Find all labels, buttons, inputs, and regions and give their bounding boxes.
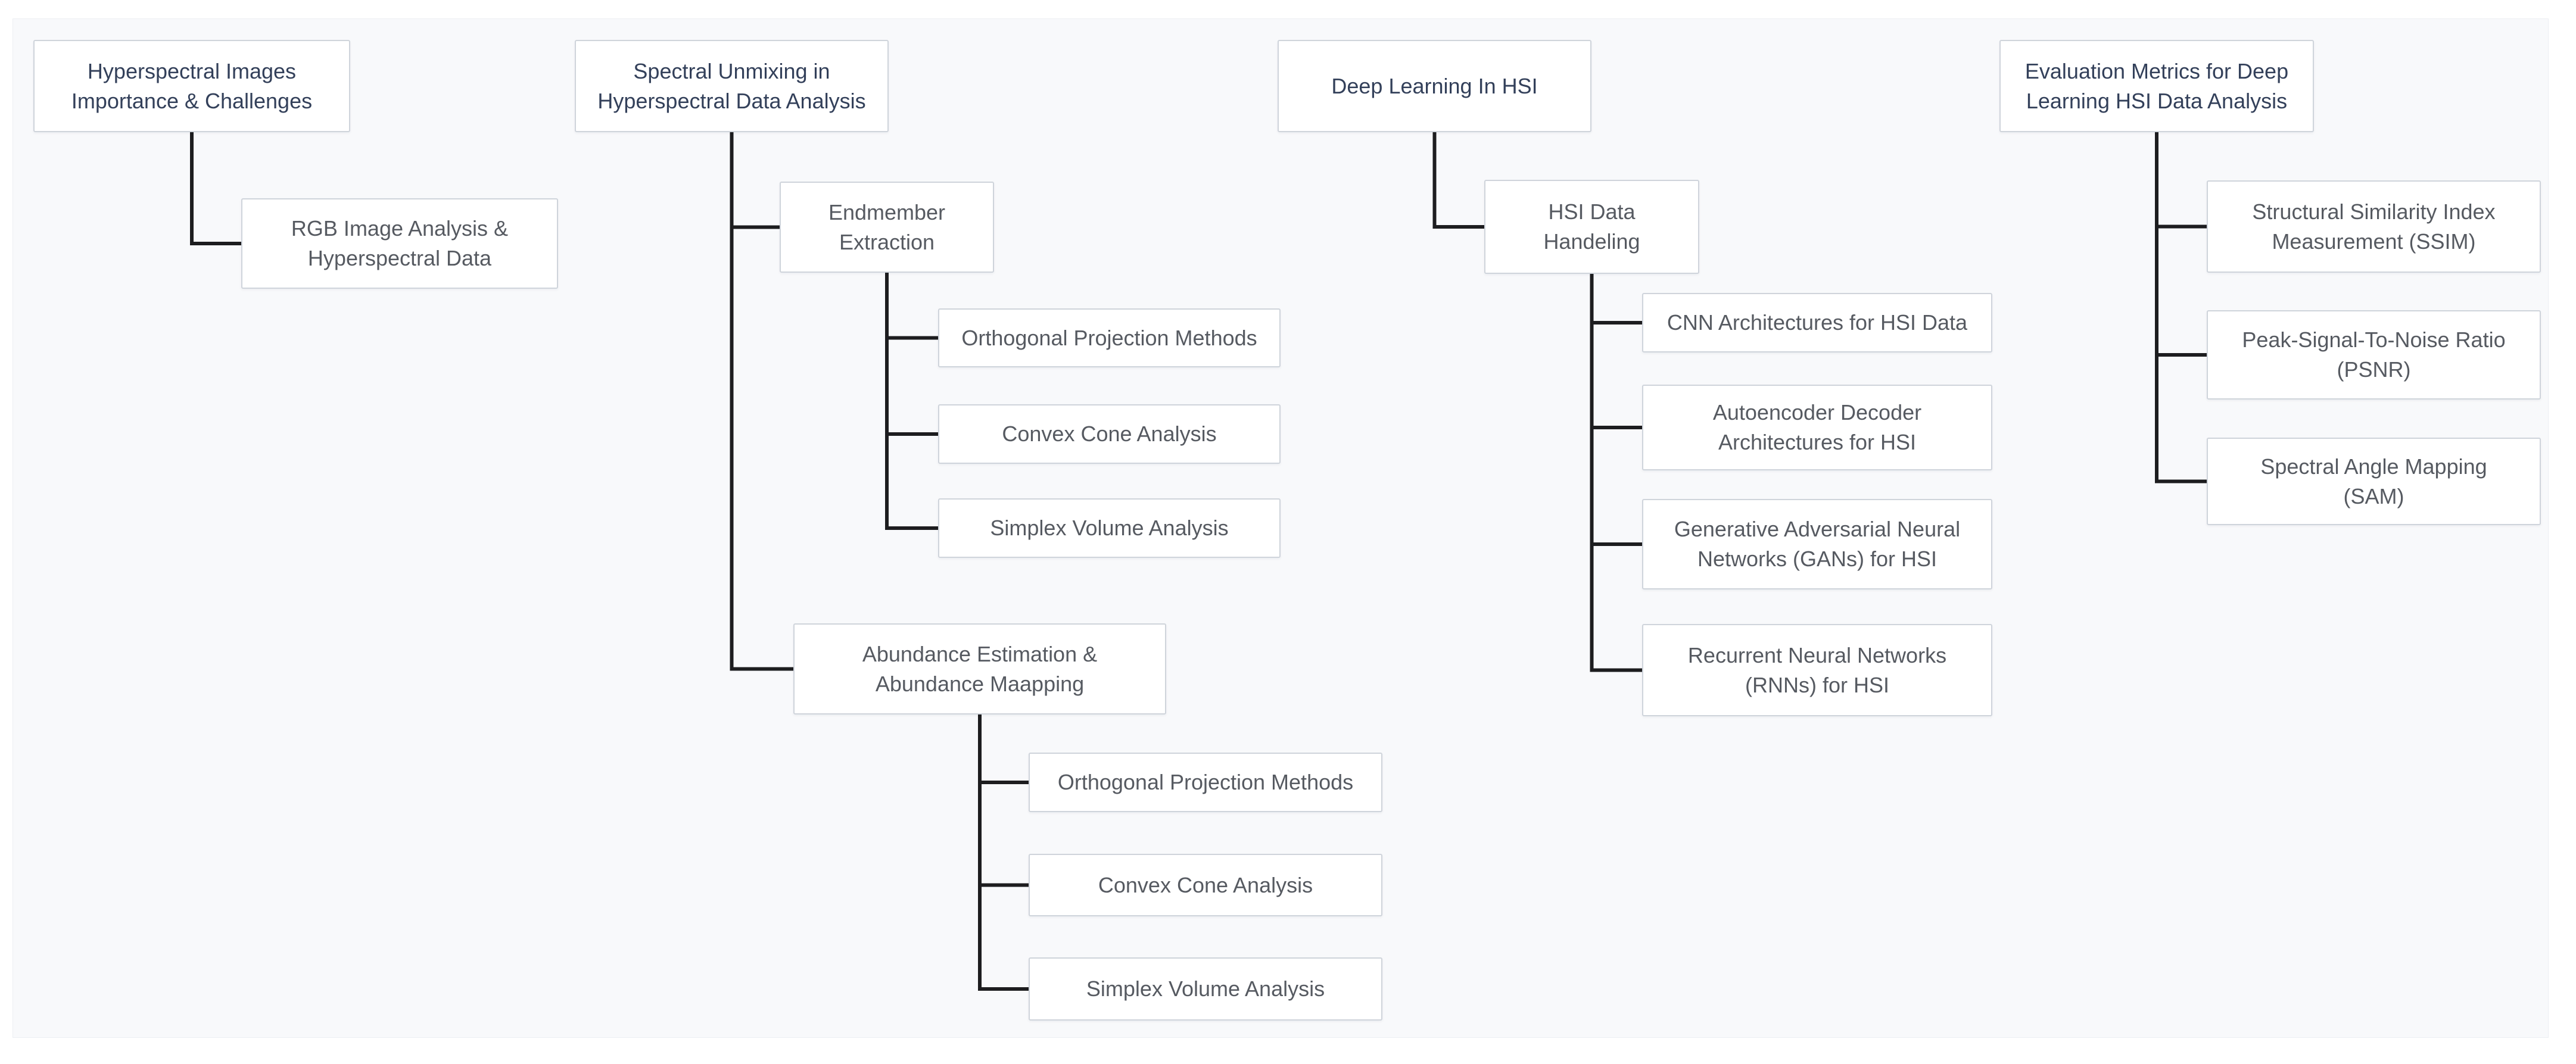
diagram-node-orthogonal-projection-methods-1[interactable]: Orthogonal Projection Methods: [938, 308, 1281, 367]
diagram-node-orthogonal-projection-methods-2[interactable]: Orthogonal Projection Methods: [1029, 753, 1382, 812]
node-label-simplex-volume-analysis-1: Simplex Volume Analysis: [990, 516, 1229, 541]
node-label-convex-cone-analysis-1: Convex Cone Analysis: [1002, 422, 1217, 447]
node-label-orthogonal-projection-methods-2: Orthogonal Projection Methods: [1057, 770, 1354, 795]
node-label-rnn-for-hsi: Recurrent Neural Networks (RNNs) for HSI: [1687, 642, 1947, 697]
node-label-sam: Spectral Angle Mapping (SAM): [2260, 454, 2487, 508]
diagram-node-spectral-unmixing[interactable]: Spectral Unmixing in Hyperspectral Data …: [575, 40, 889, 132]
node-label-rgb-image-analysis: RGB Image Analysis & Hyperspectral Data: [291, 216, 509, 270]
node-label-ssim: Structural Similarity Index Measurement …: [2252, 199, 2496, 254]
diagram-node-evaluation-metrics[interactable]: Evaluation Metrics for Deep Learning HSI…: [1999, 40, 2314, 132]
diagram-node-ssim[interactable]: Structural Similarity Index Measurement …: [2207, 180, 2541, 273]
diagram-node-autoencoder-decoder[interactable]: Autoencoder Decoder Architectures for HS…: [1642, 385, 1992, 470]
node-label-cnn-architectures: CNN Architectures for HSI Data: [1667, 310, 1968, 335]
diagram-node-sam[interactable]: Spectral Angle Mapping (SAM): [2207, 438, 2541, 525]
node-label-orthogonal-projection-methods-1: Orthogonal Projection Methods: [961, 325, 1257, 350]
node-label-gan-for-hsi: Generative Adversarial Neural Networks (…: [1674, 517, 1961, 571]
diagram-node-abundance-estimation[interactable]: Abundance Estimation & Abundance Maappin…: [793, 623, 1166, 714]
node-label-endmember-extraction: Endmember Extraction: [828, 199, 946, 254]
diagram-node-rnn-for-hsi[interactable]: Recurrent Neural Networks (RNNs) for HSI: [1642, 624, 1992, 716]
diagram-node-rgb-image-analysis[interactable]: RGB Image Analysis & Hyperspectral Data: [241, 198, 558, 289]
node-label-simplex-volume-analysis-2: Simplex Volume Analysis: [1086, 976, 1325, 1001]
diagram-node-simplex-volume-analysis-1[interactable]: Simplex Volume Analysis: [938, 498, 1281, 558]
diagram-node-deep-learning-in-hsi[interactable]: Deep Learning In HSI: [1278, 40, 1591, 132]
diagram-node-cnn-architectures[interactable]: CNN Architectures for HSI Data: [1642, 293, 1992, 352]
node-label-convex-cone-analysis-2: Convex Cone Analysis: [1098, 872, 1313, 897]
diagram-node-hsi-data-handeling[interactable]: HSI Data Handeling: [1484, 180, 1699, 274]
node-label-hsi-data-handeling: HSI Data Handeling: [1543, 199, 1640, 254]
diagram-node-simplex-volume-analysis-2[interactable]: Simplex Volume Analysis: [1029, 957, 1382, 1021]
diagram-node-convex-cone-analysis-1[interactable]: Convex Cone Analysis: [938, 404, 1281, 464]
node-label-hyperspectral-images-importance: Hyperspectral Images Importance & Challe…: [71, 58, 313, 113]
node-label-abundance-estimation: Abundance Estimation & Abundance Maappin…: [862, 641, 1098, 696]
diagram-node-psnr[interactable]: Peak-Signal-To-Noise Ratio (PSNR): [2207, 310, 2541, 400]
node-label-spectral-unmixing: Spectral Unmixing in Hyperspectral Data …: [597, 58, 866, 113]
diagram-node-convex-cone-analysis-2[interactable]: Convex Cone Analysis: [1029, 854, 1382, 916]
node-label-deep-learning-in-hsi: Deep Learning In HSI: [1331, 73, 1538, 98]
node-label-autoencoder-decoder: Autoencoder Decoder Architectures for HS…: [1712, 400, 1922, 454]
node-label-psnr: Peak-Signal-To-Noise Ratio (PSNR): [2242, 327, 2506, 382]
diagram-node-endmember-extraction[interactable]: Endmember Extraction: [780, 182, 994, 273]
node-label-evaluation-metrics: Evaluation Metrics for Deep Learning HSI…: [2024, 58, 2289, 113]
diagram-node-hyperspectral-images-importance[interactable]: Hyperspectral Images Importance & Challe…: [33, 40, 350, 132]
diagram-node-gan-for-hsi[interactable]: Generative Adversarial Neural Networks (…: [1642, 499, 1992, 589]
